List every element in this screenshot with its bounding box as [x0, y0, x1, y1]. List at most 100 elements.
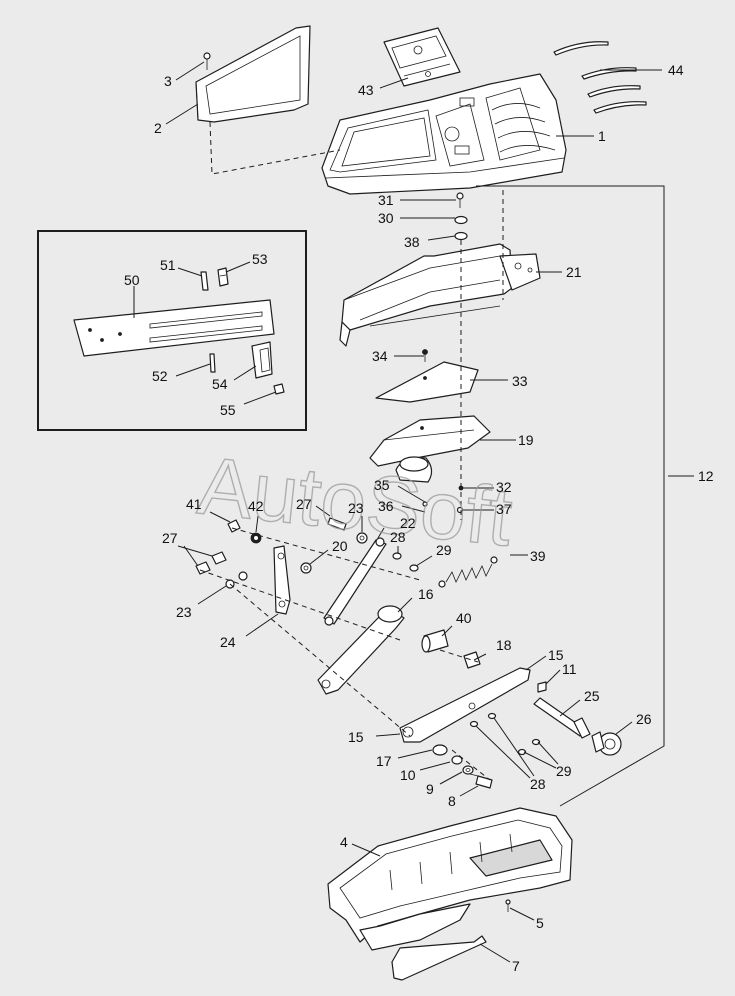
part-nut-29a — [409, 564, 419, 572]
callout-15-left: 15 — [348, 729, 364, 745]
assembly-lines — [199, 190, 504, 781]
callout-43: 43 — [358, 82, 374, 98]
callout-40: 40 — [456, 610, 472, 626]
callout-20: 20 — [332, 538, 348, 554]
callout-22: 22 — [400, 515, 416, 531]
callout-38: 38 — [404, 234, 420, 250]
callout-35: 35 — [374, 477, 390, 493]
callout-41: 41 — [186, 496, 202, 512]
part-washer-28a — [392, 552, 402, 560]
callout-23-lower: 23 — [176, 604, 192, 620]
callout-39: 39 — [530, 548, 546, 564]
part-lever-shaft — [317, 605, 405, 695]
part-side-cover — [195, 25, 311, 123]
callout-21: 21 — [566, 264, 582, 280]
part-knob-26 — [591, 731, 622, 756]
callout-37: 37 — [496, 501, 512, 517]
callout-33: 33 — [512, 373, 528, 389]
callout-27-lower: 27 — [162, 530, 178, 546]
callout-11: 11 — [562, 661, 577, 677]
part-bracket-54 — [251, 341, 273, 379]
callout-28-lower: 28 — [530, 776, 546, 792]
part-cam-bracket — [369, 415, 491, 483]
callout-28-upper: 28 — [390, 529, 406, 545]
leader-lines — [133, 61, 694, 963]
part-screw-3 — [203, 52, 211, 70]
callout-16: 16 — [418, 586, 434, 602]
callout-7: 7 — [512, 958, 520, 974]
callout-24: 24 — [220, 634, 236, 650]
callout-23-upper: 23 — [348, 500, 364, 516]
part-rail-50 — [73, 299, 275, 357]
callout-labels: 1 2 3 4 5 7 8 9 10 11 12 15 15 16 17 18 … — [124, 62, 714, 974]
callout-9: 9 — [426, 781, 434, 797]
callout-18: 18 — [496, 637, 512, 653]
callout-51: 51 — [160, 257, 176, 273]
part-bolts-27b — [195, 551, 227, 575]
callout-17: 17 — [376, 753, 392, 769]
callout-4: 4 — [340, 834, 348, 850]
callout-26: 26 — [636, 711, 652, 727]
part-washer-20 — [300, 562, 312, 574]
callout-29-lower: 29 — [556, 763, 572, 779]
part-upper-console — [321, 73, 567, 195]
part-cap-55 — [273, 383, 285, 395]
part-link-arm — [323, 537, 387, 626]
callout-36: 36 — [378, 498, 394, 514]
callout-8: 8 — [448, 793, 456, 809]
callout-44: 44 — [668, 62, 684, 78]
callout-27-upper: 27 — [296, 496, 312, 512]
callout-53: 53 — [252, 251, 268, 267]
part-pin-51 — [200, 271, 209, 291]
callout-19: 19 — [518, 432, 534, 448]
callout-30: 30 — [378, 210, 394, 226]
callout-52: 52 — [152, 368, 168, 384]
callout-5: 5 — [536, 915, 544, 931]
callout-50: 50 — [124, 272, 140, 288]
part-plate-15 — [399, 667, 531, 743]
part-washers-28b — [469, 712, 497, 728]
part-trim-strips — [553, 41, 647, 114]
part-screw-34 — [422, 349, 428, 362]
callout-2: 2 — [154, 120, 162, 136]
callout-1: 1 — [598, 128, 606, 144]
callout-31: 31 — [378, 192, 394, 208]
callout-3: 3 — [164, 73, 172, 89]
callout-29-upper: 29 — [436, 542, 452, 558]
part-lower-housing — [327, 807, 573, 951]
part-fastener-stack — [454, 192, 468, 241]
part-bolt-41 — [227, 519, 241, 533]
part-nut-23a — [356, 532, 368, 544]
part-washer-10 — [451, 755, 463, 765]
assembly-line-cover — [209, 121, 341, 175]
part-bolt-27a — [327, 517, 347, 531]
callout-34: 34 — [372, 348, 388, 364]
callout-10: 10 — [400, 767, 416, 783]
part-bolt-8 — [469, 773, 493, 789]
callout-15-right: 15 — [548, 647, 564, 663]
part-arm-24 — [273, 545, 291, 615]
part-pin-25 — [533, 697, 591, 739]
part-seal-7 — [391, 935, 487, 981]
assembly-bracket-12 — [476, 185, 665, 807]
part-bushing-17 — [432, 744, 448, 756]
part-pin-52 — [209, 353, 216, 373]
callout-55: 55 — [220, 402, 236, 418]
part-screw-5 — [505, 899, 511, 912]
callout-12: 12 — [698, 468, 714, 484]
callout-32: 32 — [496, 479, 512, 495]
part-clip-53 — [217, 267, 229, 287]
part-nut-11 — [537, 681, 547, 693]
part-nut-18 — [463, 651, 481, 669]
part-decal — [383, 27, 461, 87]
callout-25: 25 — [584, 688, 600, 704]
part-washer-9 — [462, 765, 474, 775]
callout-42: 42 — [248, 498, 264, 514]
part-plate-33 — [375, 361, 479, 403]
part-nuts-29b — [517, 738, 541, 756]
part-spring — [438, 556, 498, 588]
inset-box — [37, 230, 307, 431]
part-bracket — [339, 243, 541, 347]
callout-54: 54 — [212, 376, 228, 392]
